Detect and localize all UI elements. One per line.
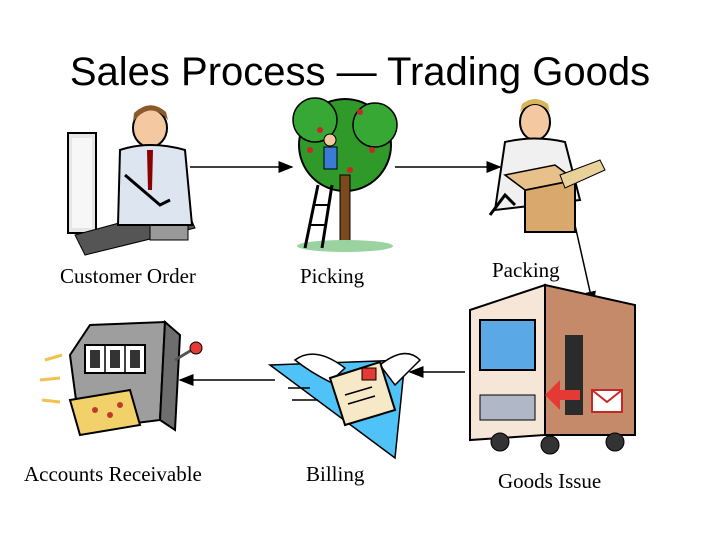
flying-envelope-icon [267, 352, 422, 460]
computer-user-icon [67, 105, 196, 256]
step-label-picking: Picking [300, 264, 365, 288]
cash-register-icon [39, 319, 203, 437]
step-label-accounts-receivable: Accounts Receivable [24, 462, 202, 486]
step-label-goods-issue: Goods Issue [498, 469, 602, 493]
step-label-customer-order: Customer Order [60, 264, 196, 288]
tree-picker-icon [292, 97, 398, 252]
delivery-truck-icon [469, 283, 636, 455]
diagram-title: Sales Process — Trading Goods [69, 50, 651, 94]
step-label-packing: Packing [492, 258, 560, 282]
flow-arrows [178, 161, 596, 386]
arrow-packing-to-goods-issue [574, 224, 596, 307]
man-packing-box-icon [488, 99, 606, 233]
step-label-billing: Billing [306, 462, 365, 486]
